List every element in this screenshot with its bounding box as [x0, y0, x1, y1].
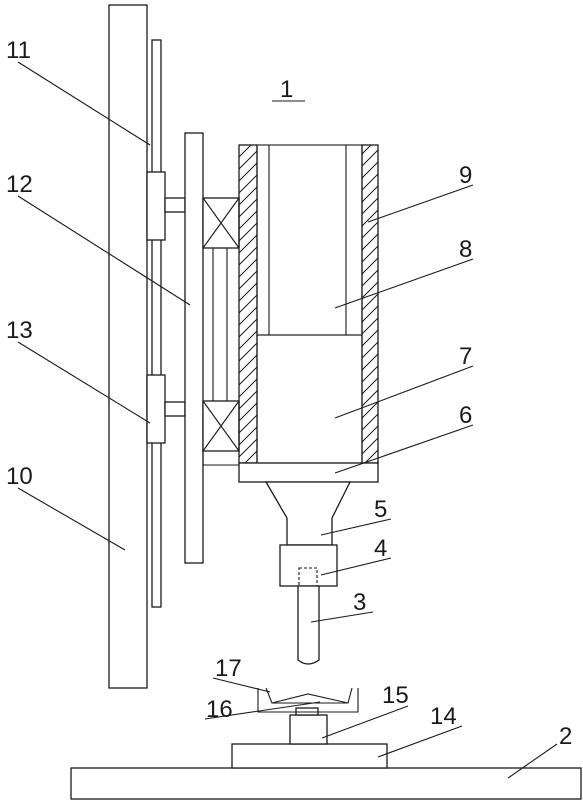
slider-upper-arm — [164, 197, 186, 213]
plate-lower-tab — [202, 451, 239, 466]
leader-8 — [334, 258, 474, 309]
label-13: 13 — [6, 317, 33, 344]
label-5: 5 — [374, 496, 387, 523]
label-11: 11 — [6, 37, 31, 64]
label-14: 14 — [430, 703, 457, 730]
label-17: 17 — [215, 655, 242, 682]
label-8: 8 — [459, 236, 472, 263]
cylinder-wall-left — [238, 144, 258, 464]
bearing-shaft — [212, 248, 228, 401]
stage-block — [231, 743, 388, 769]
leader-16 — [204, 701, 321, 720]
vertical-column — [108, 4, 148, 689]
leader-3 — [310, 611, 374, 623]
bearing-upper-cross — [202, 197, 240, 249]
crucible-rim — [271, 693, 349, 704]
support-post — [289, 714, 328, 745]
leader-6 — [334, 424, 474, 474]
crucible-outer — [257, 688, 359, 713]
leader-9 — [367, 184, 474, 223]
label-4: 4 — [374, 535, 387, 562]
slider-upper — [146, 171, 166, 241]
bearing-lower-cross — [202, 400, 240, 452]
leader-11 — [17, 61, 151, 146]
leader-4 — [320, 557, 392, 576]
label-7: 7 — [459, 343, 472, 370]
label-2: 2 — [559, 723, 572, 750]
label-16: 16 — [206, 696, 233, 723]
leader-15 — [321, 705, 409, 739]
leader-13 — [17, 341, 151, 424]
leader-2 — [507, 743, 558, 779]
leader-5 — [320, 518, 392, 536]
nozzle — [297, 585, 320, 665]
mounting-plate — [184, 132, 204, 564]
coupling — [279, 544, 338, 587]
slider-lower — [146, 374, 166, 444]
slider-lower-arm — [164, 401, 186, 417]
funnel — [264, 481, 352, 546]
leader-12 — [17, 195, 191, 306]
label-6: 6 — [459, 402, 472, 429]
label-12: 12 — [6, 171, 33, 198]
label-15: 15 — [382, 682, 409, 709]
label-3: 3 — [353, 589, 366, 616]
base-plate — [70, 767, 582, 800]
cylinder-wall-right — [361, 144, 379, 464]
leader-7 — [334, 365, 474, 419]
guide-rail — [151, 39, 162, 608]
leader-14 — [377, 725, 463, 758]
label-10: 10 — [6, 463, 33, 490]
label-9: 9 — [459, 162, 472, 189]
piston-chamber — [256, 334, 363, 464]
leader-10 — [17, 487, 126, 551]
leader-17 — [212, 677, 271, 693]
label-1: 1 — [280, 76, 293, 103]
